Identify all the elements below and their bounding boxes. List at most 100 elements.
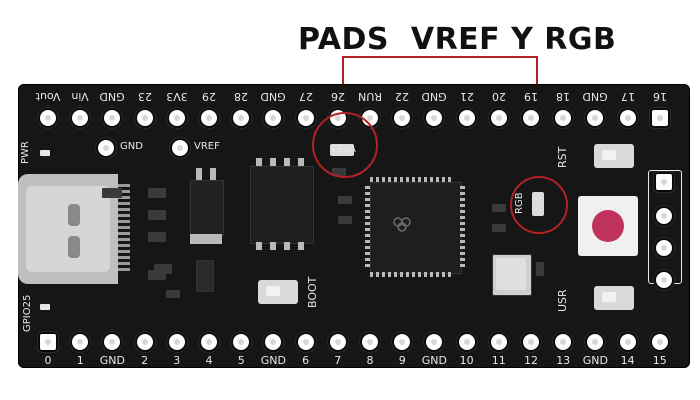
usr-button[interactable] [594,286,634,310]
bottom-pin-label: GND [260,354,286,367]
vref-test-pad [172,140,188,156]
flash-chip [250,166,314,244]
rp2040-pin [442,272,445,277]
vref-test-pad-label: VREF [194,141,220,152]
usb-c-hole [68,236,80,258]
top-pin-label: 19 [524,90,538,103]
flash-pin [298,242,304,250]
rgb-highlight-circle [510,176,568,234]
top-pin-label: 27 [298,90,313,103]
rp2040-pin [365,264,370,267]
smd-component [492,204,506,212]
top-pin-label: GND [99,90,126,103]
rp2040-pin [460,216,465,219]
rp2040-pin [436,177,439,182]
boot-button[interactable] [258,280,298,304]
top-pin-pad [104,110,121,126]
rst-button[interactable] [594,144,634,168]
rp2040-pin [370,272,373,277]
rp2040-pin [460,240,465,243]
flash-pin [270,158,276,166]
rp2040-pin [400,272,403,277]
bottom-pin-pad [362,334,378,350]
bottom-pin-label: 11 [491,354,506,367]
rp2040-pin [376,177,379,182]
rp2040-pin [382,177,385,182]
top-pin-label: 26 [330,90,345,103]
boot-label: BOOT [306,276,319,308]
rp2040-pin [412,177,415,182]
rp2040-pin [460,198,465,201]
regulator-tab [190,234,222,244]
rp2040-pin [406,272,409,277]
smd-component [166,290,180,298]
top-pin-label: GND [260,90,287,103]
gpio25-label: GPIO25 [22,294,33,332]
rp2040-pin [365,204,370,207]
bottom-pin-pad [329,334,346,350]
rp2040-pin [365,240,370,243]
gpio25-led [40,304,50,310]
bottom-pin-label: GND [99,354,125,367]
top-pin-pad [619,110,636,126]
smd-component [148,188,166,198]
rp2040-pin [460,192,465,195]
vref-circle-label: VREF [330,142,356,153]
top-pin-pad [233,110,250,126]
top-pin-label: 28 [234,90,249,103]
bottom-pin-pad [265,334,282,350]
rp2040-pin [418,177,421,182]
flash-pin [284,242,290,250]
rp2040-pin [370,177,373,182]
bottom-pin-label: GND [582,354,608,367]
gnd-test-pad-label: GND [120,141,143,152]
rp2040-pin [460,252,465,255]
top-pin-pad [72,110,89,126]
rp2040-pin [460,204,465,207]
bottom-pin-label: 5 [237,354,245,367]
flash-pin [298,158,304,166]
smd-component [536,262,544,276]
side-header-pad [656,240,672,256]
top-pin-label: 21 [459,90,474,103]
smd-component [148,270,166,280]
bottom-pin-pad [587,334,604,350]
rgb-led-die [592,210,624,242]
gnd-test-pad [98,140,114,156]
flash-pin [284,158,290,166]
smd-component [102,188,122,198]
smd-component [148,210,166,220]
rp2040-pin [365,192,370,195]
rp2040-pin [365,210,370,213]
top-pin-pad [136,110,153,126]
top-pin-pad [426,110,443,126]
smd-component [338,216,352,224]
rp2040-pin [394,272,397,277]
rp2040-pin [394,177,397,182]
rp2040-pin [460,228,465,231]
bottom-pin-label: 3 [173,354,181,367]
bottom-pin-label: 4 [205,354,213,367]
pwr-led [40,150,50,156]
rp2040-pin [365,228,370,231]
top-pin-pad [523,110,539,126]
rp2040-pin [424,272,427,277]
rp2040-pin [460,264,465,267]
rgb-solder-pad [532,192,544,216]
top-pin-label: 22 [395,90,410,103]
top-pin-pad [201,110,217,126]
headline: PADS VREF Y RGB [298,22,617,57]
bottom-pin-label: 7 [334,354,342,367]
smd-component [338,196,352,204]
top-pin-pad [168,110,185,126]
top-pin-pad [651,110,668,126]
rp2040-pin [376,272,379,277]
diode [196,260,214,292]
rp2040-chip [370,182,462,274]
regulator-pin [196,168,202,180]
crystal-top [496,258,526,290]
bottom-pin-pad [136,334,153,350]
top-pin-label: 23 [137,90,152,103]
rp2040-pin [365,246,370,249]
vref-highlight-circle [312,112,378,178]
